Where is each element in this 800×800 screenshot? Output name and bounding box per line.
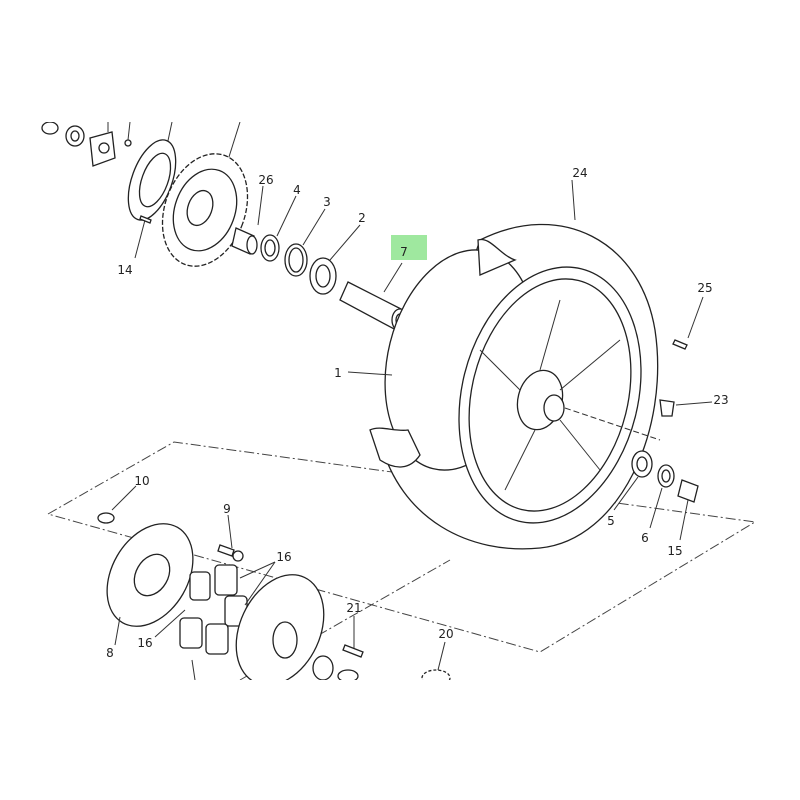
callout-10: 10: [134, 474, 149, 488]
right-side-parts: [613, 296, 713, 541]
callout-16-lower: 16: [137, 636, 152, 650]
callout-15: 15: [667, 544, 682, 558]
subassembly-frame: [46, 441, 757, 653]
callout-4: 4: [293, 183, 301, 197]
hub-damper-parts: [97, 485, 451, 687]
callout-23: 23: [713, 393, 728, 407]
callout-3: 3: [323, 195, 331, 209]
callout-20: 20: [438, 627, 453, 641]
callout-2: 2: [358, 211, 366, 225]
callout-25: 25: [697, 281, 712, 295]
callout-14: 14: [117, 263, 132, 277]
callout-24: 24: [572, 166, 587, 180]
callout-7[interactable]: 7: [400, 245, 408, 259]
callout-21: 21: [346, 601, 361, 615]
callout-1: 1: [334, 366, 342, 380]
highlight-box-part-7: [391, 235, 427, 260]
callout-5: 5: [607, 514, 615, 528]
chain-adjuster-parts: [41, 121, 241, 167]
callout-9: 9: [223, 502, 231, 516]
callout-6: 6: [641, 531, 649, 545]
sprocket-assembly: [127, 139, 249, 267]
callout-26: 26: [258, 173, 273, 187]
callout-16-upper: 16: [276, 550, 291, 564]
callout-8: 8: [106, 646, 114, 660]
bearing-parts: [231, 185, 409, 332]
wheel-assembly: [347, 179, 661, 550]
